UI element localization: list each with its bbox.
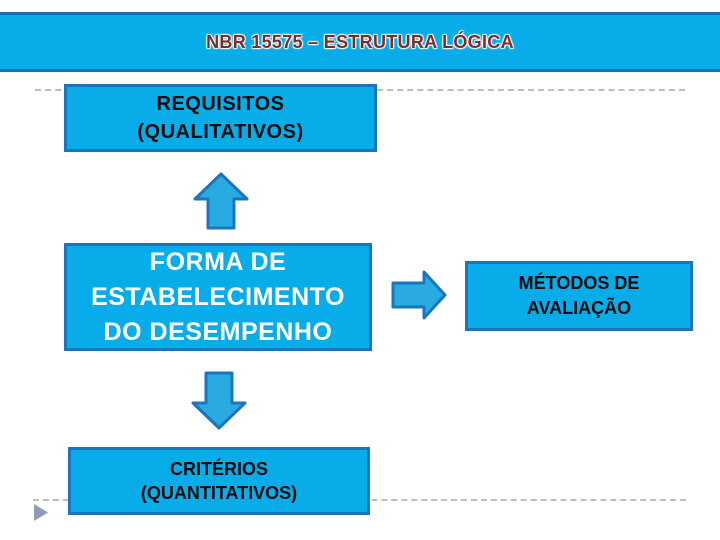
requisitos-box: REQUISITOS (QUALITATIVOS) <box>64 84 377 152</box>
criterios-line-2: (QUANTITATIVOS) <box>140 483 298 503</box>
requisitos-line-1: REQUISITOS <box>156 93 285 115</box>
criterios-box: CRITÉRIOS (QUANTITATIVOS) <box>68 447 370 515</box>
requisitos-line-2: (QUALITATIVOS) <box>137 121 304 143</box>
up-arrow-icon <box>193 172 249 235</box>
slide-title: NBR 15575 – ESTRUTURA LÓGICA <box>206 31 514 52</box>
forma-line-1: FORMA DE <box>149 247 287 276</box>
forma-box: FORMA DE ESTABELECIMENTO DO DESEMPENHO <box>64 243 372 351</box>
down-arrow-icon <box>191 371 247 435</box>
criterios-line-1: CRITÉRIOS <box>169 459 268 479</box>
forma-line-2: ESTABELECIMENTO <box>91 282 345 311</box>
play-triangle-icon <box>34 504 49 527</box>
forma-line-3: DO DESEMPENHO <box>103 317 333 346</box>
metodos-line-1: MÉTODOS DE <box>518 273 640 293</box>
title-banner: NBR 15575 – ESTRUTURA LÓGICA <box>0 12 720 72</box>
metodos-box: MÉTODOS DE AVALIAÇÃO <box>465 261 693 331</box>
metodos-line-2: AVALIAÇÃO <box>526 298 632 318</box>
right-arrow-icon <box>391 269 447 326</box>
